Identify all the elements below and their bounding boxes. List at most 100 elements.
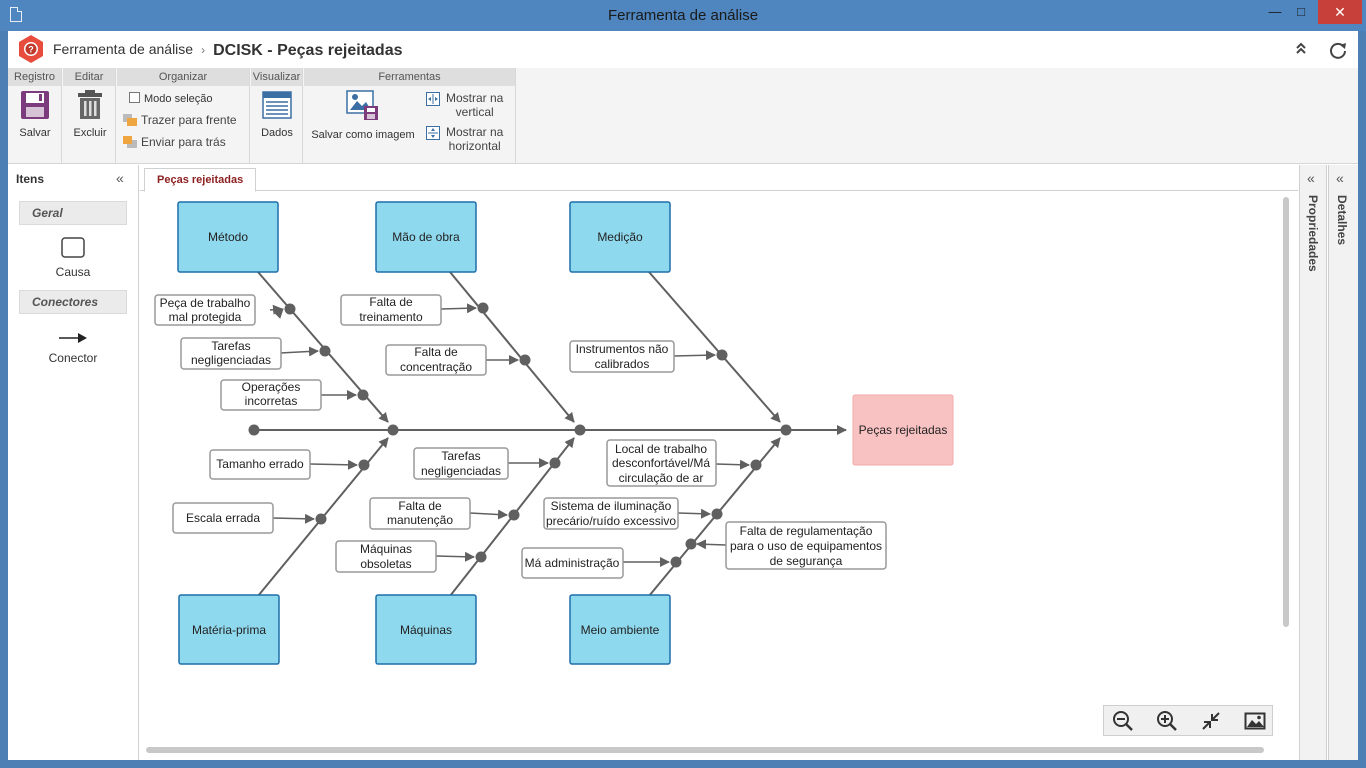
canvas-tab-strip: Peças rejeitadas bbox=[140, 165, 1298, 192]
cause-operacoes-incorretas[interactable]: Operações incorretas bbox=[220, 379, 322, 411]
ribbon-group-title: Ferramentas bbox=[304, 68, 515, 86]
palette-item-causa[interactable]: Causa bbox=[19, 237, 127, 279]
vertical-scrollbar[interactable] bbox=[1283, 197, 1289, 627]
ribbon-group-title: Organizar bbox=[117, 68, 249, 86]
cause-label: precário/ruído excessivo bbox=[546, 514, 676, 528]
cause-label: manutenção bbox=[387, 513, 453, 527]
send-back-icon bbox=[123, 136, 137, 148]
vertical-layout-icon bbox=[426, 92, 440, 106]
breadcrumb: Ferramenta de análise›DCISK - Peças reje… bbox=[53, 41, 403, 59]
palette-item-conector[interactable]: Conector bbox=[19, 332, 127, 365]
category-metodo[interactable]: Método bbox=[177, 201, 279, 273]
delete-label: Excluir bbox=[73, 127, 107, 139]
cause-falta-regulamentacao[interactable]: Falta de regulamentação para o uso de eq… bbox=[725, 521, 887, 570]
bone-medicao bbox=[648, 271, 781, 423]
ribbon-group-ferramentas: Ferramentas Salvar como imagem Mostrar n… bbox=[304, 68, 516, 163]
cause-maquinas-obsoletas[interactable]: Máquinas obsoletas bbox=[335, 540, 437, 573]
cause-label: Falta de bbox=[369, 295, 413, 309]
tab-pecas-rejeitadas[interactable]: Peças rejeitadas bbox=[144, 168, 257, 192]
category-label: Mão de obra bbox=[392, 230, 460, 244]
cause-label: Tarefas bbox=[441, 449, 480, 463]
horizontal-scrollbar[interactable] bbox=[146, 747, 1264, 753]
cause-ma-administracao[interactable]: Má administração bbox=[521, 547, 624, 579]
data-button[interactable]: Dados bbox=[256, 90, 298, 139]
cause-label: negligenciadas bbox=[191, 353, 271, 367]
floppy-disk-icon bbox=[21, 91, 49, 119]
save-button[interactable]: Salvar bbox=[16, 90, 54, 139]
effect-box[interactable]: Peças rejeitadas bbox=[852, 394, 954, 466]
bring-front-icon bbox=[123, 114, 137, 126]
expand-details-icon[interactable]: « bbox=[1336, 170, 1344, 186]
category-label: Medição bbox=[597, 230, 643, 244]
diagram-canvas[interactable]: Peças rejeitadas bbox=[140, 165, 1298, 760]
window-titlebar: Ferramenta de análise — □ ✕ bbox=[0, 0, 1366, 31]
junction-dots bbox=[284, 302, 792, 568]
bring-to-front-label: Trazer para frente bbox=[141, 113, 237, 127]
cause-label: Falta de bbox=[414, 345, 458, 359]
export-image-icon[interactable] bbox=[1244, 710, 1268, 732]
refresh-icon[interactable] bbox=[1328, 40, 1348, 60]
zoom-in-icon[interactable] bbox=[1156, 710, 1180, 732]
category-medicao[interactable]: Medição bbox=[569, 201, 671, 273]
cause-escala-errada[interactable]: Escala errada bbox=[172, 502, 274, 534]
cause-falta-manutencao[interactable]: Falta de manutenção bbox=[369, 497, 471, 530]
effect-label: Peças rejeitadas bbox=[859, 423, 948, 437]
checkbox-box[interactable] bbox=[129, 92, 140, 103]
selection-mode-checkbox[interactable]: Modo seleção bbox=[129, 91, 213, 105]
cause-label: de segurança bbox=[770, 554, 843, 568]
category-meio-ambiente[interactable]: Meio ambiente bbox=[569, 594, 671, 665]
bring-to-front-button[interactable]: Trazer para frente bbox=[122, 113, 237, 127]
cause-label: Local de trabalho bbox=[615, 442, 707, 456]
category-materia-prima[interactable]: Matéria-prima bbox=[178, 594, 280, 665]
cause-label: incorretas bbox=[245, 394, 298, 408]
fit-to-screen-icon[interactable] bbox=[1200, 710, 1224, 732]
cause-arrows bbox=[269, 303, 750, 567]
cause-tarefas-negligenciadas-2[interactable]: Tarefas negligenciadas bbox=[413, 447, 509, 480]
collapse-left-icon[interactable]: « bbox=[116, 170, 124, 186]
section-geral[interactable]: Geral bbox=[19, 201, 127, 225]
show-vertical-button[interactable]: Mostrar na vertical bbox=[426, 91, 503, 119]
breadcrumb-app[interactable]: Ferramenta de análise bbox=[53, 41, 194, 57]
close-button[interactable]: ✕ bbox=[1318, 0, 1362, 24]
document-icon bbox=[10, 7, 22, 22]
cause-sistema-iluminacao[interactable]: Sistema de iluminação precário/ruído exc… bbox=[543, 497, 679, 530]
cause-falta-concentracao[interactable]: Falta de concentração bbox=[385, 344, 487, 376]
cause-tamanho-errado[interactable]: Tamanho errado bbox=[209, 449, 311, 480]
section-conectores[interactable]: Conectores bbox=[19, 290, 127, 314]
zoom-out-icon[interactable] bbox=[1112, 710, 1136, 732]
ribbon-group-title: Visualizar bbox=[251, 68, 302, 86]
cause-instrumentos-nao-calibrados[interactable]: Instrumentos não calibrados bbox=[569, 340, 675, 373]
send-to-back-button[interactable]: Enviar para trás bbox=[122, 135, 226, 149]
category-maquinas[interactable]: Máquinas bbox=[375, 594, 477, 665]
cause-falta-treinamento[interactable]: Falta de treinamento bbox=[340, 294, 442, 326]
minimize-button[interactable]: — bbox=[1268, 4, 1282, 19]
save-image-icon bbox=[346, 90, 378, 120]
show-horizontal-button[interactable]: Mostrar na horizontal bbox=[426, 125, 503, 153]
rectangle-shape-icon bbox=[61, 237, 85, 258]
category-mao-de-obra[interactable]: Mão de obra bbox=[375, 201, 477, 273]
cause-label: Falta de bbox=[398, 499, 442, 513]
save-as-image-button[interactable]: Salvar como imagem bbox=[310, 90, 416, 141]
cause-label: Instrumentos não bbox=[576, 342, 669, 356]
page-title: DCISK - Peças rejeitadas bbox=[213, 42, 403, 59]
app-logo-icon: ? bbox=[19, 35, 43, 63]
cause-label: Máquinas bbox=[360, 542, 412, 556]
cause-peca-trabalho[interactable]: Peça de trabalho mal protegida bbox=[154, 294, 256, 326]
cause-label: Falta de regulamentação bbox=[740, 524, 873, 538]
app-window: ? Ferramenta de análise›DCISK - Peças re… bbox=[8, 31, 1358, 760]
details-panel[interactable]: « Detalhes bbox=[1328, 165, 1358, 760]
properties-panel[interactable]: « Propriedades bbox=[1299, 165, 1327, 760]
cause-tarefas-negligenciadas-1[interactable]: Tarefas negligenciadas bbox=[180, 337, 282, 370]
cause-label: mal protegida bbox=[169, 310, 242, 324]
maximize-button[interactable]: □ bbox=[1297, 4, 1305, 19]
cause-local-trabalho[interactable]: Local de trabalho desconfortável/Má circ… bbox=[606, 439, 717, 487]
delete-button[interactable]: Excluir bbox=[68, 90, 112, 139]
data-grid-icon bbox=[262, 91, 292, 119]
app-header: ? Ferramenta de análise›DCISK - Peças re… bbox=[8, 31, 1358, 68]
expand-properties-icon[interactable]: « bbox=[1307, 170, 1315, 186]
collapse-header-icon[interactable] bbox=[1292, 41, 1310, 59]
data-label: Dados bbox=[261, 127, 293, 139]
ribbon-group-organizar: Organizar Modo seleção Trazer para frent… bbox=[117, 68, 250, 163]
save-label: Salvar bbox=[19, 127, 51, 139]
palette-label-conector: Conector bbox=[48, 351, 98, 365]
